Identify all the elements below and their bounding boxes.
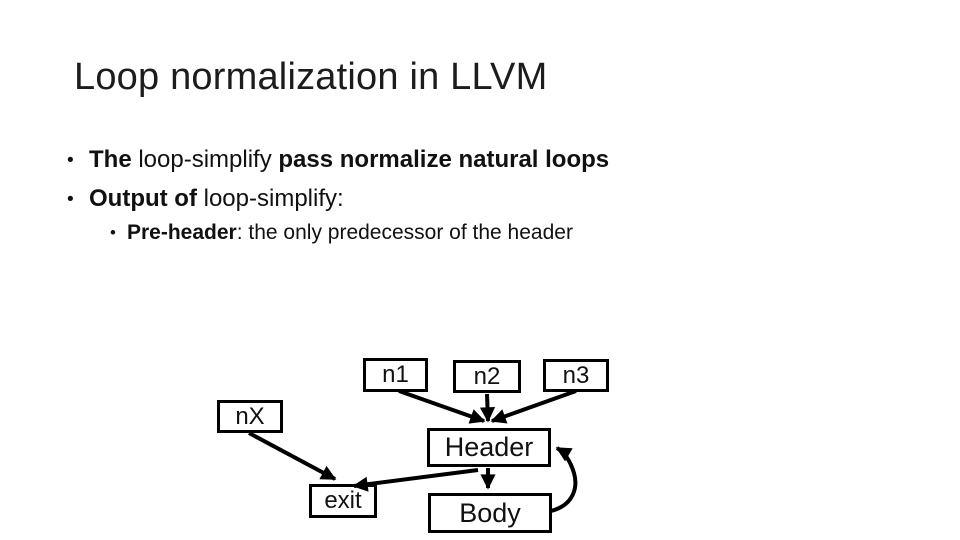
bullet-marker: • <box>110 223 116 242</box>
node-n3: n3 <box>543 359 609 392</box>
bullet-1-text: pass normalize natural loops <box>271 146 610 173</box>
node-nx-label: nX <box>235 402 265 430</box>
bullet-2-code-text: loop-simplify: <box>203 185 344 212</box>
edge-n3-to-header <box>490 389 577 424</box>
bullet-line-2: • Output of loop-simplify: <box>67 185 344 213</box>
bullet-3-term: Pre-header <box>127 221 237 244</box>
edge-nx-to-exit <box>248 431 337 481</box>
node-body: Body <box>428 493 552 533</box>
bullet-line-1: • The loop-simplify pass normalize natura… <box>67 146 609 174</box>
node-exit: exit <box>309 484 377 518</box>
edge-body-to-header-backedge <box>550 446 578 513</box>
bullet-1-code-text: loop-simplify <box>138 146 272 173</box>
node-n1-label: n1 <box>382 361 409 388</box>
node-exit-label: exit <box>324 487 362 514</box>
node-n2-label: n2 <box>473 362 501 390</box>
node-header: Header <box>427 428 551 467</box>
node-body-label: Body <box>459 497 521 528</box>
edge-n1-to-header <box>398 389 486 424</box>
node-header-label: Header <box>444 432 534 462</box>
node-n1: n1 <box>363 358 428 392</box>
node-nx: nX <box>217 400 283 433</box>
bullet-3-text: : the only predecessor of the header <box>236 221 573 244</box>
bullet-2-text: Output of <box>89 185 204 212</box>
node-n2: n2 <box>453 360 521 393</box>
edge-n2-to-header <box>479 393 496 423</box>
bullet-1-text: The <box>89 146 139 173</box>
page-title: Loop normalization in LLVM <box>74 56 548 98</box>
bullet-marker: • <box>67 189 74 210</box>
node-n3-label: n3 <box>562 361 590 389</box>
bullet-line-3: • Pre-header: the only predecessor of the… <box>110 221 573 245</box>
bullet-marker: • <box>67 150 74 171</box>
